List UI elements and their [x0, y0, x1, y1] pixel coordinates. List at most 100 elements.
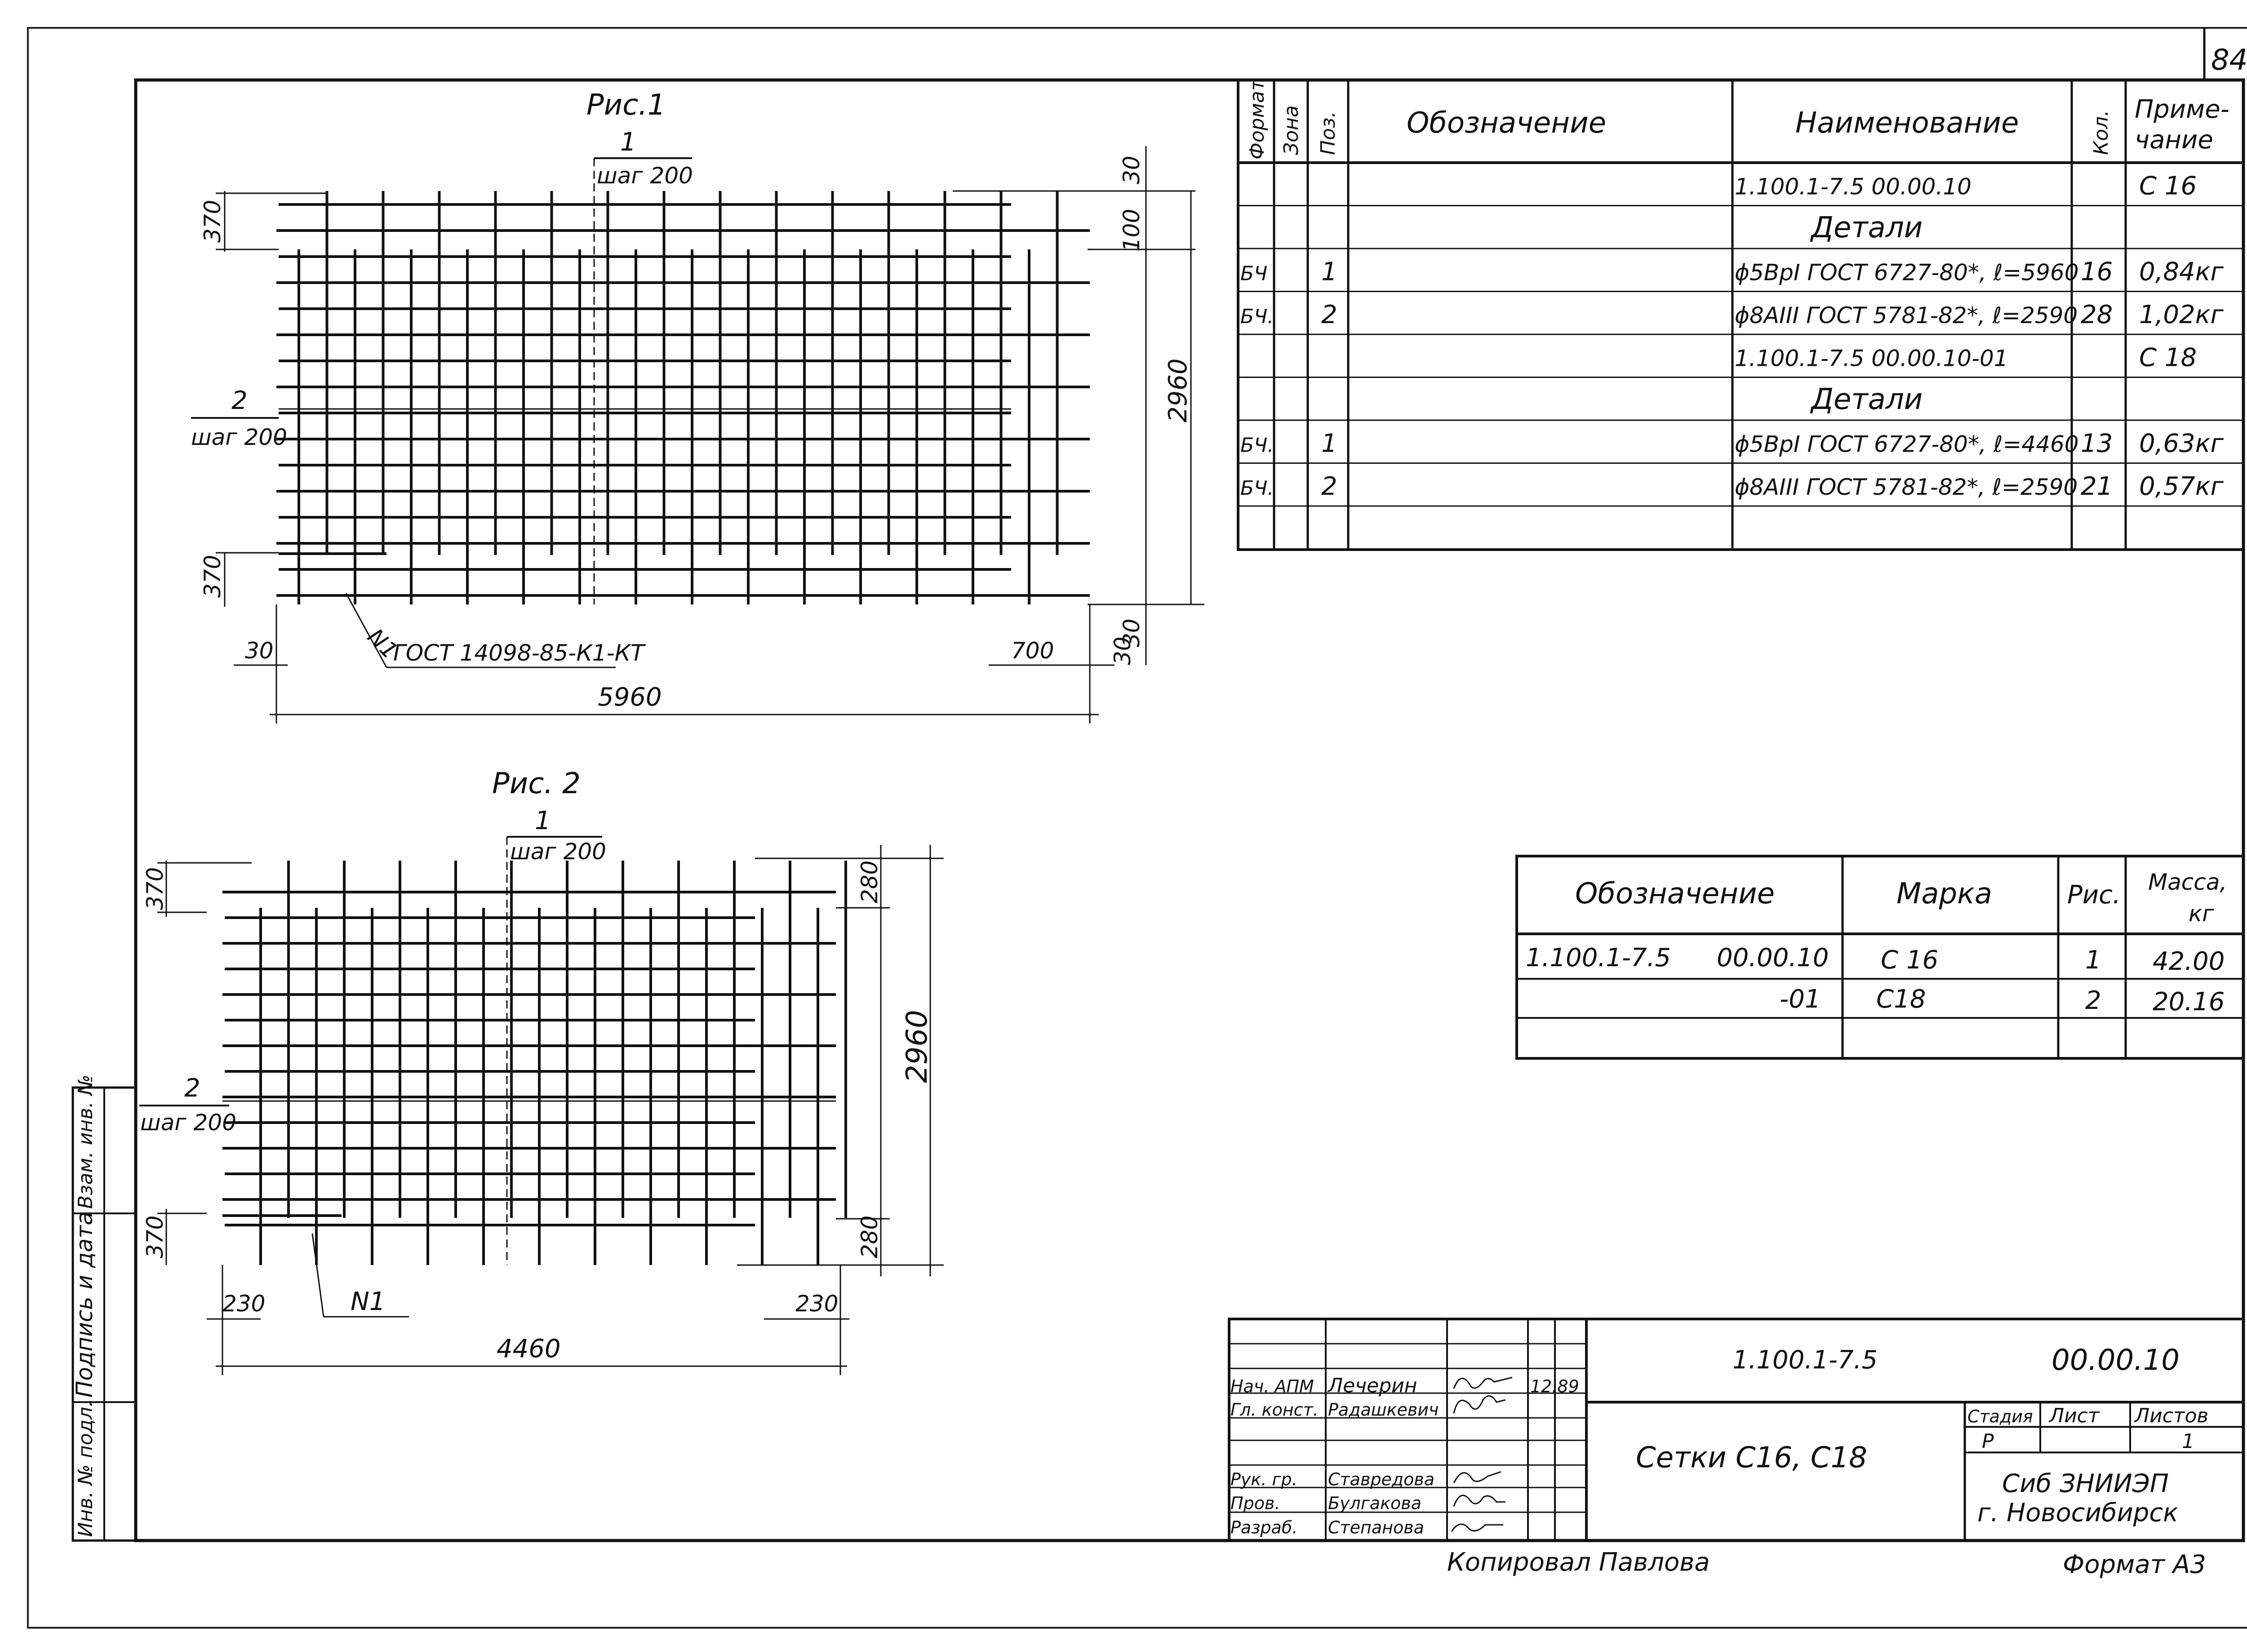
side-stamp-sign: Подпись и дата — [71, 1212, 98, 1398]
title-code-a: 1.100.1-7.5 — [1732, 1346, 1878, 1375]
fig1-dim-bottom-right: 30 — [1119, 618, 1145, 647]
role-1: Нач. АПМ — [1230, 1377, 1314, 1396]
fig2-leader-label: N1 — [351, 1287, 386, 1316]
spec-qty-cell: 16 — [2081, 258, 2113, 287]
spec-format-cell: БЧ. — [1240, 434, 1274, 457]
spec-name-cell: Детали — [1810, 383, 1923, 416]
mark-row2-fig: 2 — [2085, 986, 2101, 1015]
spec-format-cell: БЧ. — [1240, 477, 1274, 500]
fig2-dim-left: 230 — [222, 1291, 265, 1317]
fig1-leader-text: ГОСТ 14098-85-К1-КТ — [393, 640, 646, 666]
fig1-dim-right-offset: 700 — [1011, 638, 1054, 664]
spec-header-note-2: чание — [2135, 125, 2213, 155]
footer-copied: Копировал Павлова — [1447, 1548, 1710, 1577]
name-5: Степанова — [1328, 1518, 1424, 1537]
side-stamp-replace: Взам. инв. № — [74, 1075, 97, 1209]
spec-note-cell: 1,02кг — [2139, 300, 2224, 329]
fig1-dim-top-right: 30 — [1119, 155, 1145, 184]
name-1: Лечерин — [1327, 1374, 1417, 1397]
spec-qty-cell: 28 — [2081, 300, 2113, 329]
fig2-dim-top-right: 280 — [857, 861, 883, 903]
title-stage: Р — [1982, 1430, 1994, 1453]
title-date: 12.89 — [1530, 1377, 1579, 1396]
fig2-pos2-step: шаг 200 — [140, 1110, 236, 1136]
fig2-dim-bottom-left: 370 — [142, 1216, 168, 1258]
spec-note-cell: С 16 — [2139, 172, 2197, 201]
spec-header-pos: Поз. — [1317, 111, 1340, 155]
spec-header-format: Формат — [1246, 79, 1269, 160]
spec-note-cell: 0,63кг — [2139, 429, 2224, 458]
mark-header-designation: Обозначение — [1575, 877, 1775, 910]
fig1-dim-width: 5960 — [598, 683, 662, 712]
outer-sheet-border — [27, 27, 2247, 1629]
title-sheets: 1 — [2182, 1430, 2194, 1453]
fig1-pos2-number: 2 — [231, 386, 248, 415]
title-sheet-label: Лист — [2048, 1404, 2100, 1427]
spec-name-cell: Детали — [1810, 211, 1923, 244]
title-block: 1.100.1-7.5 00.00.10 Сетки С16, С18 Стад… — [1228, 1318, 2245, 1542]
spec-row: 1.100.1-7.5 00.00.10 С 16 — [1238, 172, 2243, 206]
fig1-dim-top-left: 370 — [200, 200, 226, 243]
role-4: Пров. — [1230, 1493, 1280, 1513]
spec-name-cell: ϕ5ВрI ГОСТ 6727-80*, ℓ=5960 — [1735, 260, 2079, 286]
fig2-dim-width: 4460 — [497, 1334, 561, 1363]
signatures — [1451, 1377, 1513, 1532]
spec-qty-cell: 13 — [2081, 429, 2113, 458]
title-org-1: Сиб ЗНИИЭП — [2002, 1469, 2169, 1498]
title-stage-label: Стадия — [1967, 1407, 2033, 1426]
spec-row: Детали — [1238, 383, 2243, 421]
spec-name-cell: 1.100.1-7.5 00.00.10 — [1735, 174, 1972, 200]
page-number-box: 84 — [2203, 28, 2247, 80]
fig1-dim-left-bottom: 30 — [245, 638, 274, 664]
side-stamp-inv: Инв. № подл. — [74, 1400, 97, 1537]
mark-header-mass-1: Масса, — [2148, 869, 2227, 895]
spec-header-zone: Зона — [1280, 105, 1303, 155]
mark-row1-mass: 42.00 — [2153, 947, 2225, 976]
figure-2: Рис. 2 1 шаг 200 370 370 2 шаг 200 280 2… — [139, 767, 944, 1375]
fig2-pos1-number: 1 — [535, 806, 551, 835]
role-3: Рук. гр. — [1230, 1470, 1297, 1489]
spec-pos-cell: 1 — [1321, 258, 1337, 287]
spec-header-qty: Кол. — [2090, 110, 2113, 155]
fig2-dim-bottom-right: 280 — [857, 1216, 883, 1258]
fig1-pos1-number: 1 — [620, 128, 636, 157]
fig1-dim-right-30: 30 — [1110, 636, 1136, 665]
fig2-title: Рис. 2 — [492, 767, 581, 800]
mark-table: Обозначение Марка Рис. Масса, кг 1.100.1… — [1515, 855, 2245, 1060]
fig2-dim-top-left: 370 — [142, 867, 168, 910]
spec-name-cell: 1.100.1-7.5 00.00.10-01 — [1735, 346, 2008, 372]
fig1-dim-bottom-left: 370 — [200, 555, 226, 598]
mark-row1-mark: С 16 — [1881, 946, 1938, 975]
fig1-pos1-step: шаг 200 — [597, 163, 693, 189]
mark-row: 1.100.1-7.5 00.00.10 С 16 1 42.00 — [1526, 943, 2225, 976]
mark-header-mass-2: кг — [2189, 901, 2214, 927]
mark-row1-designation-a: 1.100.1-7.5 — [1526, 943, 1671, 973]
mark-row1-fig: 1 — [2085, 946, 2101, 975]
side-stamp: Инв. № подл. Подпись и дата Взам. инв. № — [71, 1075, 137, 1542]
fig2-dim-right: 230 — [795, 1291, 838, 1317]
name-3: Ставредова — [1328, 1470, 1434, 1489]
role-2: Гл. конст. — [1230, 1400, 1319, 1420]
spec-qty-cell: 21 — [2081, 472, 2113, 501]
title-code-b: 00.00.10 — [2052, 1344, 2180, 1377]
spec-name-cell: ϕ8АIII ГОСТ 5781-82*, ℓ=2590 — [1735, 474, 2078, 500]
page-number: 84 — [2211, 44, 2247, 77]
role-5: Разраб. — [1230, 1518, 1297, 1537]
spec-pos-cell: 1 — [1321, 429, 1337, 458]
spec-pos-cell: 2 — [1321, 300, 1337, 329]
spec-header-designation: Обозначение — [1407, 107, 1606, 140]
mark-header-mark: Марка — [1896, 877, 1992, 910]
fig2-mesh — [222, 861, 847, 1265]
mark-row2-designation-b: -01 — [1780, 985, 1821, 1014]
fig1-title: Рис.1 — [586, 89, 666, 122]
spec-note-cell: 0,84кг — [2139, 258, 2224, 287]
fig1-dim-height: 2960 — [1163, 358, 1193, 422]
name-2: Радашкевич — [1328, 1400, 1439, 1420]
